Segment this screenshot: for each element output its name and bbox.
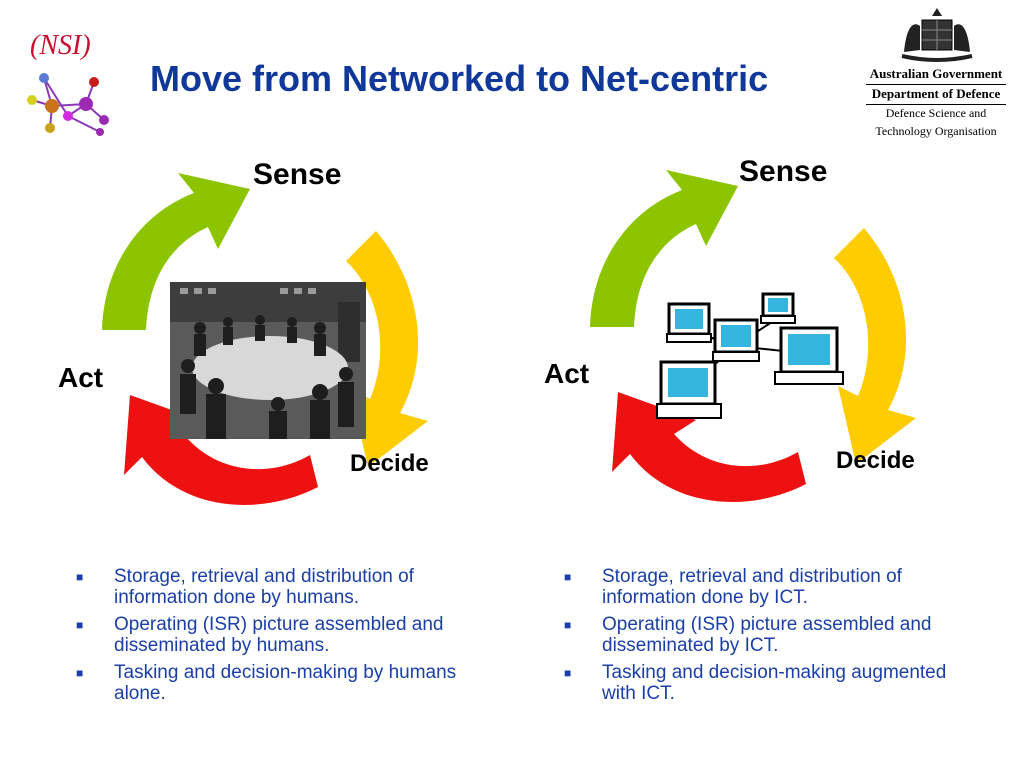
org-line-australian-government: Australian Government <box>869 66 1003 81</box>
act-arrow-icon <box>612 392 806 502</box>
right-cycle-arrows <box>590 170 916 502</box>
computer-network-icon <box>656 292 844 419</box>
bullet-square-icon: ■ <box>564 666 572 680</box>
bullet-square-icon: ■ <box>76 570 84 584</box>
slide-title: Move from Networked to Net-centric <box>150 58 769 99</box>
right-act-label: Act <box>544 358 590 389</box>
nsi-logo-text: (NSI) <box>30 30 91 61</box>
left-act-label: Act <box>58 362 104 393</box>
list-item: ■Tasking and decision-making by humans a… <box>76 662 457 704</box>
left-sense-label: Sense <box>253 158 342 191</box>
right-decide-label: Decide <box>836 447 915 474</box>
computer-icon <box>760 292 796 324</box>
org-divider <box>866 84 1006 85</box>
org-line-dsto-2: Technology Organisation <box>875 124 997 138</box>
list-item: ■Operating (ISR) picture assembled and d… <box>76 614 444 656</box>
org-line-dsto-1: Defence Science and <box>885 106 987 120</box>
left-decide-label: Decide <box>350 450 429 477</box>
command-room-photo <box>170 282 366 439</box>
list-item: ■Storage, retrieval and distribution of … <box>564 566 902 608</box>
right-sense-label: Sense <box>739 155 828 188</box>
left-bullet-list: ■Storage, retrieval and distribution of … <box>70 566 490 710</box>
right-bullet-list: ■Storage, retrieval and distribution of … <box>558 566 978 710</box>
computer-icon <box>774 326 844 385</box>
computer-icon <box>666 302 712 343</box>
sense-arrow-icon <box>590 170 738 327</box>
bullet-square-icon: ■ <box>76 618 84 632</box>
list-item: ■Operating (ISR) picture assembled and d… <box>564 614 932 656</box>
computer-icon <box>712 318 760 362</box>
computer-icon <box>656 360 722 419</box>
decide-arrow-icon <box>346 231 428 467</box>
list-item: ■Storage, retrieval and distribution of … <box>76 566 414 608</box>
decide-arrow-icon <box>834 228 916 464</box>
org-line-department: Department of Defence <box>871 86 1001 101</box>
org-divider <box>866 104 1006 105</box>
bullet-square-icon: ■ <box>564 570 572 584</box>
bullet-square-icon: ■ <box>564 618 572 632</box>
bullet-square-icon: ■ <box>76 666 84 680</box>
sense-arrow-icon <box>102 173 250 330</box>
coat-of-arms-icon <box>901 8 973 62</box>
molecule-logo-icon <box>27 73 109 136</box>
list-item: ■Tasking and decision-making augmented w… <box>564 662 947 704</box>
